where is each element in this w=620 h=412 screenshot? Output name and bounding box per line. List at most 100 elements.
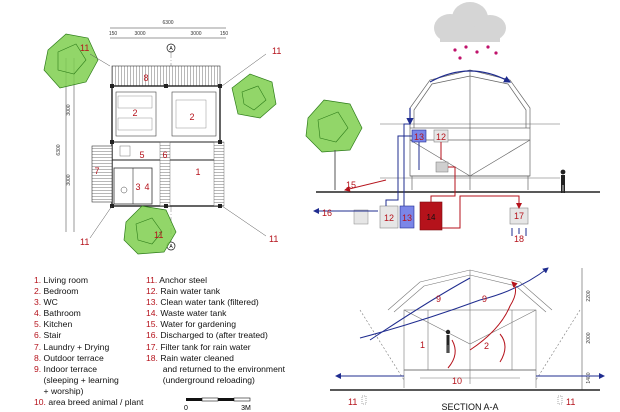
legend-item: 5. Kitchen bbox=[34, 319, 143, 330]
roof-water-arrow bbox=[429, 70, 512, 83]
anchor-label: 11 bbox=[269, 234, 278, 244]
legend-item: (sleeping + learning bbox=[34, 375, 143, 386]
legend-item: 4. Bathroom bbox=[34, 308, 143, 319]
scale-bar: 0 3M bbox=[184, 397, 251, 412]
house-frame bbox=[380, 69, 560, 190]
legend-text: Living room bbox=[41, 275, 88, 285]
legend-text: Laundry + Drying bbox=[41, 341, 110, 352]
room-label-7: 7 bbox=[94, 166, 99, 176]
tree-icon-plan-right bbox=[231, 73, 277, 119]
outdoor-terrace bbox=[111, 65, 221, 87]
label-16: 16 bbox=[322, 208, 332, 218]
legend-text: WC bbox=[41, 297, 58, 308]
legend-item: 3. WC bbox=[34, 297, 143, 308]
svg-text:3000: 3000 bbox=[190, 31, 201, 37]
person-icon-section bbox=[445, 329, 451, 353]
legend-number: 8. bbox=[34, 352, 42, 363]
legend-item: 12. Rain water tank bbox=[146, 286, 285, 297]
label-12-lower: 12 bbox=[384, 213, 394, 223]
person-icon bbox=[560, 169, 566, 193]
legend-number: 4. bbox=[34, 308, 42, 319]
legend-text: Bathroom bbox=[41, 308, 81, 319]
room-label-4: 4 bbox=[144, 182, 149, 192]
legend-item: 18. Rain water cleaned bbox=[146, 353, 285, 364]
legend-number: 7. bbox=[34, 341, 42, 352]
legend-item: 9. Indoor terrace bbox=[34, 364, 143, 375]
svg-text:150: 150 bbox=[220, 31, 229, 37]
label-12-upper: 12 bbox=[436, 132, 446, 142]
section-label-11-left: 11 bbox=[348, 397, 357, 407]
section-label-2: 2 bbox=[484, 341, 489, 351]
legend-item: 17. Filter tank for rain water bbox=[146, 342, 285, 353]
legend-number: 9. bbox=[34, 363, 42, 374]
legend-number: 1. bbox=[34, 275, 42, 285]
section-frame bbox=[359, 269, 581, 388]
legend-number: 13. bbox=[146, 297, 158, 308]
svg-text:3000: 3000 bbox=[134, 31, 145, 37]
legend-item: (underground reloading) bbox=[146, 375, 285, 386]
legend-item: 11. Anchor steel bbox=[146, 275, 285, 286]
legend-text: Rain water cleaned bbox=[157, 352, 234, 363]
anchor-label: 11 bbox=[154, 230, 163, 240]
label-13-lower: 13 bbox=[402, 213, 412, 223]
label-13-upper: 13 bbox=[414, 132, 424, 142]
anchor-label: 11 bbox=[80, 43, 89, 53]
svg-text:3000: 3000 bbox=[66, 104, 72, 115]
legend-number: 12. bbox=[146, 286, 158, 297]
legend-text: + worship) bbox=[34, 385, 84, 396]
dim-2200: 2200 bbox=[586, 290, 592, 301]
room-label-5: 5 bbox=[139, 150, 144, 160]
svg-text:A: A bbox=[169, 46, 173, 52]
legend-number: 17. bbox=[146, 341, 158, 352]
legend-text: Clean water tank (filtered) bbox=[157, 297, 259, 308]
tank-12-lower bbox=[379, 205, 399, 229]
scale-end: 3M bbox=[241, 405, 251, 412]
svg-text:3000: 3000 bbox=[66, 174, 72, 185]
room-label-6: 6 bbox=[162, 150, 167, 160]
section-label-9a: 9 bbox=[436, 294, 441, 304]
legend-text: Kitchen bbox=[41, 319, 73, 330]
svg-text:150: 150 bbox=[109, 31, 118, 37]
legend-text: Anchor steel bbox=[157, 275, 207, 285]
legend-number: 2. bbox=[34, 286, 42, 297]
room-label-2b: 2 bbox=[189, 112, 194, 122]
dim-2000: 2000 bbox=[586, 332, 592, 343]
legend-number: 3. bbox=[34, 297, 42, 308]
legend-text: area breed animal / plant bbox=[45, 397, 144, 408]
legend-text: Stair bbox=[41, 330, 62, 341]
label-18: 18 bbox=[514, 234, 524, 244]
cloud-icon bbox=[434, 2, 506, 60]
legend-text: Bedroom bbox=[41, 286, 79, 297]
legend-text: (underground reloading) bbox=[146, 374, 255, 385]
legend-item: 6. Stair bbox=[34, 330, 143, 341]
room-label-1: 1 bbox=[195, 167, 200, 177]
legend-item: 10. area breed animal / plant bbox=[34, 397, 143, 408]
floor-plan: 6300 150 3000 3000 150 6300 3000 3000 A … bbox=[43, 20, 281, 255]
room-label-2a: 2 bbox=[132, 108, 137, 118]
label-15: 15 bbox=[346, 180, 356, 190]
section-label-1: 1 bbox=[420, 340, 425, 350]
tank-13-lower bbox=[399, 205, 415, 229]
legend-text: Outdoor terrace bbox=[41, 352, 104, 363]
tree-icon-plan-bottom bbox=[123, 205, 177, 255]
section-a-a: 2200 2000 1400 9 9 1 2 10 11 11 SECTION … bbox=[330, 267, 605, 412]
legend-number: 15. bbox=[146, 319, 158, 330]
room-label-8: 8 bbox=[143, 73, 148, 83]
tree-icon-plan-top bbox=[43, 33, 99, 89]
legend-text: Water for gardening bbox=[157, 319, 236, 330]
svg-text:A: A bbox=[169, 244, 173, 250]
room-label-3: 3 bbox=[135, 182, 140, 192]
dim-left-total: 6300 bbox=[56, 144, 62, 155]
label-14: 14 bbox=[427, 213, 436, 222]
legend-number: 11. bbox=[146, 275, 158, 285]
section-title: SECTION A-A bbox=[441, 402, 498, 412]
section-label-11-right: 11 bbox=[566, 397, 575, 407]
scale-start: 0 bbox=[184, 405, 188, 412]
legend-item: 14. Waste water tank bbox=[146, 308, 285, 319]
legend-number: 14. bbox=[146, 308, 158, 319]
legend-item: 7. Laundry + Drying bbox=[34, 342, 143, 353]
legend-text: Filter tank for rain water bbox=[157, 341, 251, 352]
